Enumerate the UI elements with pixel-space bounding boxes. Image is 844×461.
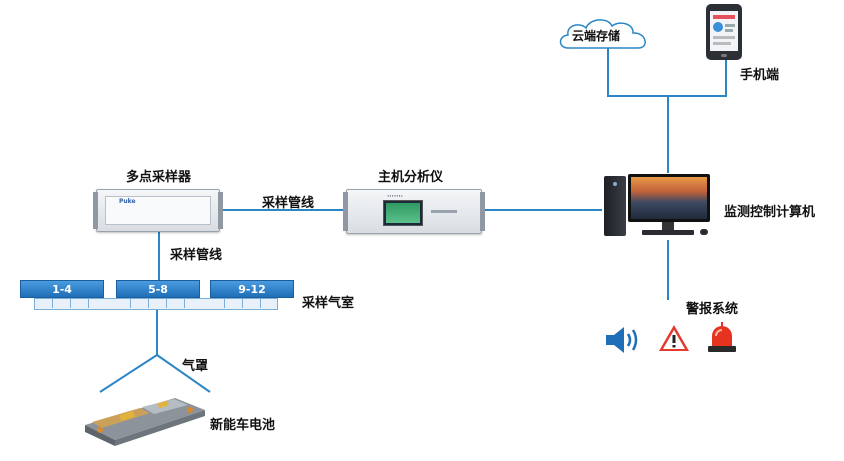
alarm-system-label: 警报系统: [686, 302, 739, 317]
cloud-icon: [559, 19, 646, 49]
computer-tower-icon: [604, 176, 626, 236]
sampling-chamber-1: 1-4: [20, 280, 104, 298]
battery-label: 新能车电池: [210, 418, 276, 433]
chamber-manifold: [34, 298, 278, 310]
link-sampler-down: [158, 230, 160, 280]
link-chamber-down: [156, 308, 158, 356]
battery-pack-icon: [85, 398, 205, 446]
monitor-stand: [662, 222, 674, 230]
phone-icon: [706, 4, 742, 60]
link-cloud-vertical: [607, 42, 609, 96]
analyzer-screen: [383, 200, 423, 226]
mouse-icon: [700, 229, 708, 235]
host-analyzer-label: 主机分析仪: [378, 170, 444, 185]
link-to-computer: [667, 95, 669, 173]
warning-triangle-icon: [659, 325, 689, 351]
monitor-computer-label: 监测控制计算机: [724, 205, 816, 220]
sampling-line-top-label: 采样管线: [262, 196, 315, 211]
link-analyzer-computer: [480, 209, 602, 211]
sampling-chamber-2: 5-8: [116, 280, 200, 298]
link-computer-alarm: [667, 240, 669, 300]
multipoint-sampler-label: 多点采样器: [126, 170, 192, 185]
gas-hood-label: 气罩: [182, 359, 209, 374]
multipoint-sampler-device: Puke: [93, 189, 223, 232]
alarm-light-icon: [708, 322, 736, 352]
cloud-storage-label: 云端存储: [572, 29, 621, 43]
sampling-chamber-label: 采样气室: [302, 296, 355, 311]
sampling-chamber-3: 9-12: [210, 280, 294, 298]
link-phone-vertical: [725, 60, 727, 96]
sampling-line-vertical-label: 采样管线: [170, 248, 223, 263]
host-analyzer-device: ·······: [343, 189, 485, 234]
monitor-icon: [628, 174, 710, 222]
link-sampler-analyzer: [218, 209, 346, 211]
mobile-label: 手机端: [740, 68, 780, 83]
speaker-icon: [606, 327, 638, 353]
keyboard-icon: [642, 230, 694, 235]
